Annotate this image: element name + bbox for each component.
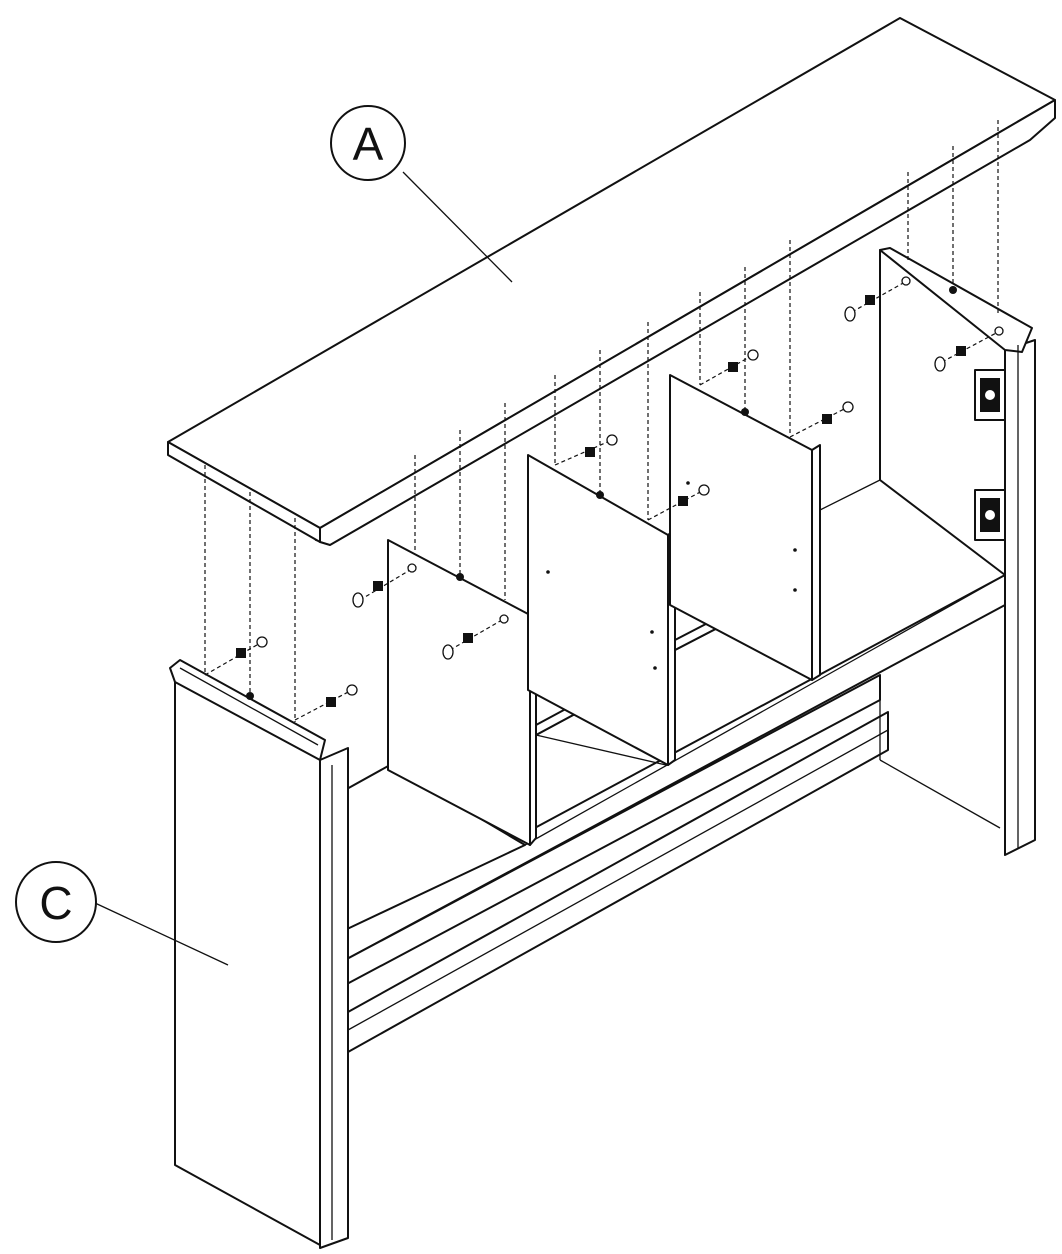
alignment-lines	[204, 120, 999, 722]
shelf-pins	[546, 481, 797, 670]
callout-c: C	[15, 861, 229, 966]
bottom-rails	[344, 574, 1006, 1053]
callout-a: A	[330, 105, 513, 283]
callout-a-label: A	[353, 118, 384, 170]
left-side-panel-c	[169, 659, 349, 1249]
hardware-fittings	[204, 276, 1004, 721]
hinge-plate-upper	[974, 369, 1006, 421]
top-panel-a	[167, 17, 1056, 546]
hinge-plate-lower	[974, 489, 1006, 541]
divider-panel-3	[669, 374, 821, 681]
right-side-panel	[879, 247, 1036, 856]
callout-c-label: C	[39, 877, 72, 929]
